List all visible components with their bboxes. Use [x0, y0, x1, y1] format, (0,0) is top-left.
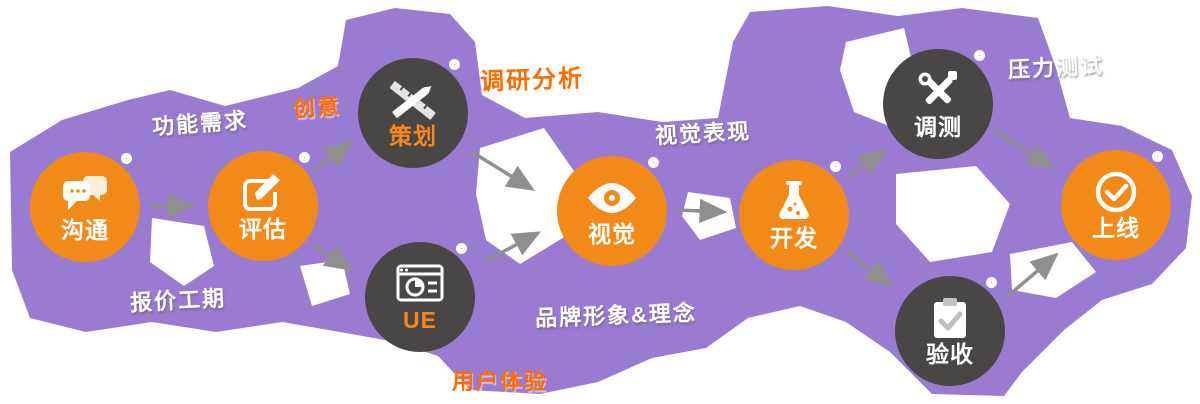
ring-decoration [1152, 151, 1163, 162]
step-acceptance: 验收 [895, 276, 1005, 386]
browser-chart-icon [396, 263, 444, 305]
ring-decoration [456, 243, 467, 254]
step-label: 上线 [1092, 214, 1140, 241]
step-label: 调测 [914, 113, 962, 140]
eye-icon [586, 177, 638, 219]
step-planning: 策划 [358, 58, 468, 168]
ring-decoration [986, 277, 997, 288]
ring-decoration [121, 153, 132, 164]
chat-bubbles-icon [61, 173, 109, 215]
annotation-quote-schedule: 报价工期 [129, 285, 227, 316]
step-visual: 视觉 [557, 156, 667, 266]
annotation-visual-expression: 视觉表现 [654, 118, 752, 149]
step-development: 开发 [739, 160, 849, 270]
step-communication: 沟通 [30, 152, 140, 262]
step-label: 开发 [770, 224, 818, 251]
ruler-pencil-icon [389, 79, 437, 121]
step-label: 验收 [926, 340, 974, 367]
tools-icon [915, 70, 961, 112]
step-label: 沟通 [61, 216, 109, 243]
annotation-user-experience: 用户体验 [452, 369, 549, 394]
step-label: UE [403, 306, 437, 333]
step-testing: 调测 [883, 49, 993, 159]
ring-decoration [830, 161, 841, 172]
annotation-stress-testing: 压力测试 [1007, 52, 1105, 83]
clipboard-check-icon [930, 297, 970, 339]
step-label: 视觉 [588, 220, 636, 247]
step-launch: 上线 [1061, 150, 1171, 260]
edit-pencil-icon [241, 172, 285, 214]
ring-decoration [449, 59, 460, 70]
step-ue: UE [365, 242, 475, 352]
flask-icon [773, 180, 815, 223]
step-label: 评估 [239, 215, 287, 242]
ring-decoration [974, 50, 985, 61]
check-circle-icon [1093, 171, 1139, 213]
step-evaluation: 评估 [208, 151, 318, 261]
annotation-brand-image-concept: 品牌形象&理念 [534, 300, 698, 331]
ring-decoration [648, 157, 659, 168]
step-label: 策划 [389, 122, 437, 149]
annotation-creativity: 创意 [292, 93, 342, 122]
ring-decoration [299, 152, 310, 163]
annotation-functional-requirements: 功能需求 [151, 107, 249, 140]
annotation-research-analysis: 调研分析 [479, 65, 585, 96]
